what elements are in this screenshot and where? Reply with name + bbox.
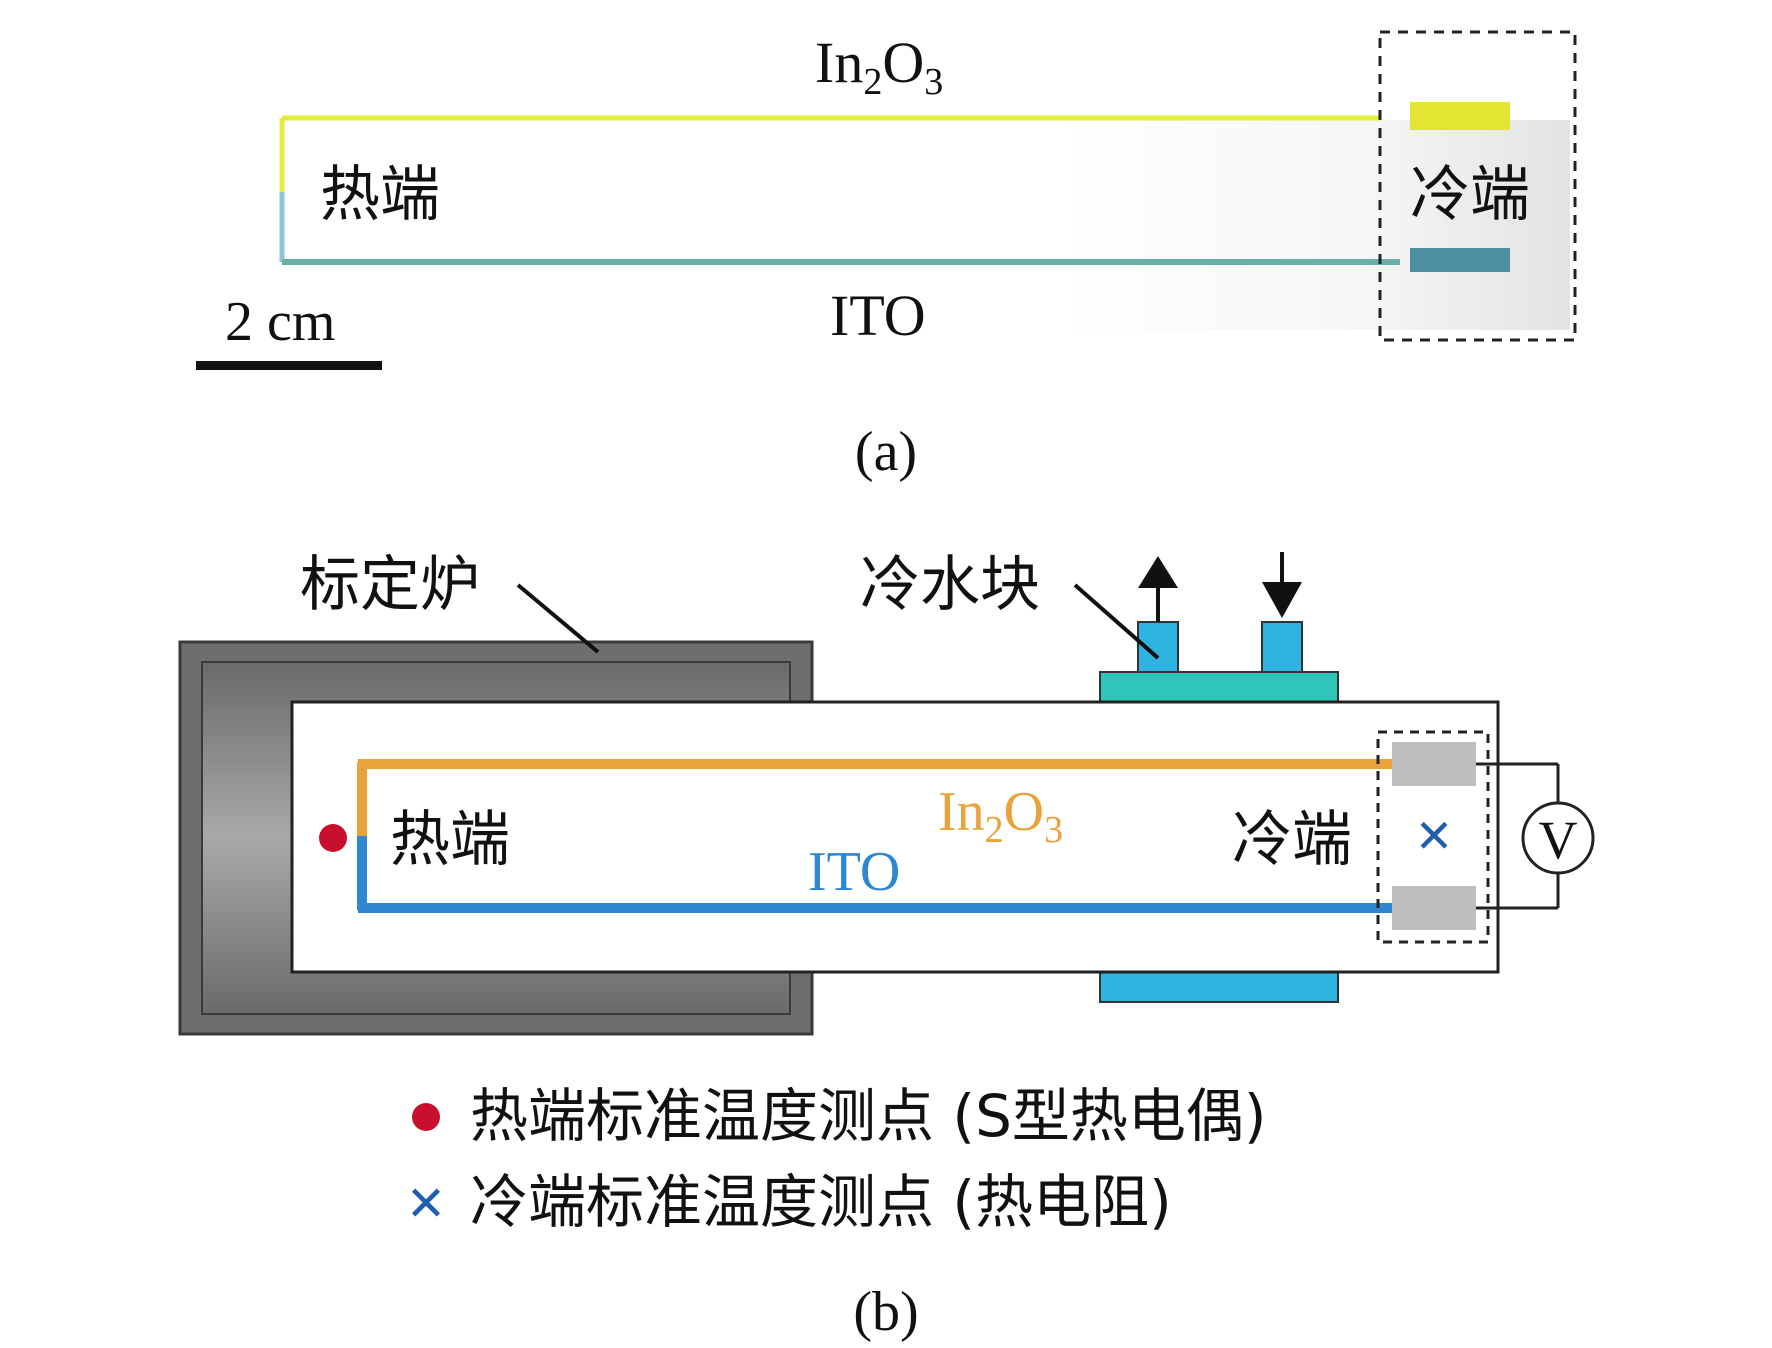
caption-a: (a) (855, 421, 917, 483)
cooling-block-bottom (1099, 971, 1339, 1003)
arrow-down-icon (1262, 552, 1302, 618)
legend-cold-text: 冷端标准温度测点 (热电阻) (470, 1168, 1172, 1236)
ito-label-b: ITO (808, 841, 900, 903)
cold-end-label-a: 冷端 (1410, 160, 1530, 230)
cold-end-box-a (1378, 30, 1577, 342)
cooling-leader-line (1073, 583, 1160, 660)
cooling-block-label: 冷水块 (860, 550, 1040, 620)
furnace-leader-line (516, 583, 600, 654)
ito-label-a: ITO (830, 283, 926, 348)
sensor-substrate (290, 700, 1500, 974)
hot-end-label-b: 热端 (390, 805, 510, 875)
scale-bar-label: 2 cm (225, 291, 335, 353)
legend-cold-marker: ✕ (406, 1176, 446, 1232)
in2o3-label-a: In2O3 (815, 30, 943, 103)
caption-b: (b) (853, 1281, 918, 1343)
furnace-label: 标定炉 (300, 550, 480, 620)
cold-end-label-b: 冷端 (1232, 805, 1352, 875)
voltmeter-icon: V (1521, 801, 1595, 875)
hot-end-label-a: 热端 (320, 160, 440, 230)
in2o3-label-b: In2O3 (938, 781, 1063, 851)
scale-bar (196, 361, 382, 370)
hot-end-thermocouple-point (319, 824, 347, 852)
water-inlet-pipe (1261, 621, 1303, 673)
in2o3-pad-b (1392, 742, 1476, 786)
arrow-up-icon (1138, 556, 1178, 622)
panel-a: In2O3 热端 冷端 ITO 2 cm (a) (196, 30, 1577, 483)
legend-hot-text: 热端标准温度测点 (S型热电偶) (470, 1082, 1267, 1150)
voltmeter-symbol: V (1539, 810, 1578, 870)
panel-b: 标定炉 冷水块 ✕ 热端 冷端 In2O3 ITO (178, 550, 1595, 1343)
cold-end-rtd-point: ✕ (1415, 809, 1454, 863)
voltmeter-wiring (1476, 762, 1560, 910)
ito-pad-a (1410, 248, 1510, 272)
ito-pad-b (1392, 886, 1476, 930)
cold-end-box-b (1376, 730, 1490, 944)
substrate-shade (1060, 120, 1570, 330)
legend-hot-marker (412, 1103, 440, 1131)
cooling-block-top (1099, 671, 1339, 703)
in2o3-pad-a (1410, 102, 1510, 130)
